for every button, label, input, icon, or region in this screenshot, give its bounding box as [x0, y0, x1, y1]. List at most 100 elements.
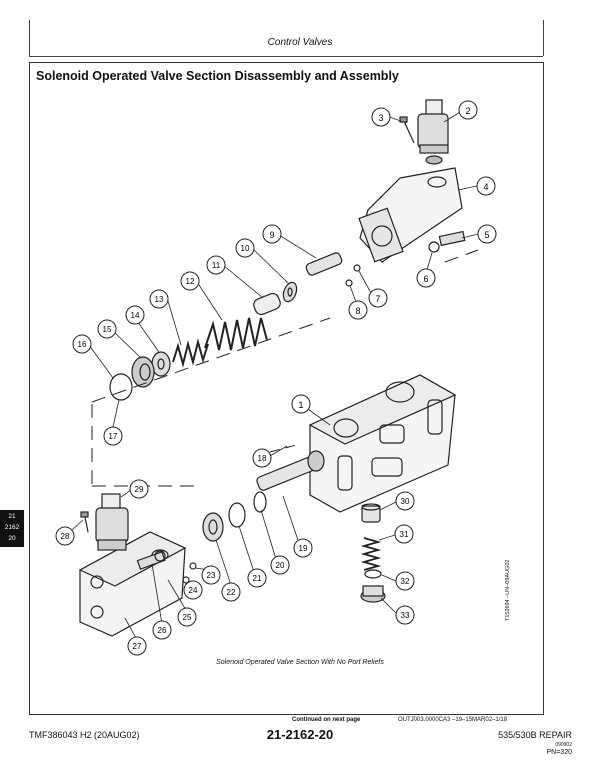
pn-label: PN=320: [546, 749, 573, 756]
callout-22: 22: [221, 582, 241, 602]
callout-17: 17: [103, 426, 123, 446]
svg-text:9: 9: [269, 230, 274, 240]
spool-19-illustration: [256, 450, 325, 491]
valve-body-1-illustration: [308, 374, 457, 513]
svg-text:22: 22: [227, 588, 236, 597]
oring-21-illustration: [228, 502, 246, 528]
svg-text:16: 16: [78, 340, 87, 349]
svg-text:29: 29: [135, 485, 144, 494]
cap-30-illustration: [361, 503, 381, 523]
callout-21: 21: [247, 568, 267, 588]
orings-23-24-illustration: [182, 562, 197, 584]
callout-19: 19: [293, 538, 313, 558]
svg-text:17: 17: [109, 432, 118, 441]
svg-text:28: 28: [61, 532, 70, 541]
exploded-view-diagram: 1 2 3 4 5 6 7 8 9 10 11 12 13 14 15 16 1…: [55, 99, 497, 656]
svg-text:31: 31: [400, 530, 409, 539]
spring-13-illustration: [172, 338, 209, 368]
washer-10-illustration: [282, 281, 298, 303]
svg-text:7: 7: [375, 294, 380, 304]
svg-text:5: 5: [484, 230, 489, 240]
callout-13: 13: [149, 289, 169, 309]
housing-4-illustration: [358, 167, 463, 263]
washer-22-illustration: [202, 512, 224, 542]
spring-12-illustration: [204, 317, 268, 351]
figure-heading: Solenoid Operated Valve Section Disassem…: [36, 69, 399, 83]
svg-text:11: 11: [212, 261, 221, 270]
callout-30: 30: [395, 491, 415, 511]
callout-28: 28: [55, 526, 75, 546]
callout-18: 18: [252, 448, 272, 468]
washer-14-illustration: [151, 351, 171, 377]
plug-33-illustration: [360, 585, 386, 603]
figure-caption: Solenoid Operated Valve Section With No …: [216, 659, 384, 666]
svg-text:14: 14: [131, 311, 140, 320]
side-tab-line-1: 21: [8, 513, 16, 520]
callout-20: 20: [270, 555, 290, 575]
small-code: 090902: [555, 742, 572, 748]
frame-left-rule: [29, 20, 30, 56]
plug-5-illustration: [428, 230, 466, 253]
svg-text:18: 18: [258, 454, 267, 463]
callout-24: 24: [183, 580, 203, 600]
svg-text:12: 12: [186, 277, 195, 286]
callout-6: 6: [416, 268, 436, 288]
side-tab-line-3: 20: [8, 535, 16, 542]
continued-note: Continued on next page: [292, 717, 361, 723]
callout-3: 3: [371, 107, 391, 127]
svg-text:19: 19: [299, 544, 308, 553]
callout-31: 31: [394, 524, 414, 544]
svg-text:33: 33: [401, 611, 410, 620]
oring-17-illustration: [109, 373, 133, 401]
seal-15-illustration: [131, 356, 155, 388]
svg-text:13: 13: [155, 295, 164, 304]
spool-9-illustration: [305, 252, 343, 276]
callout-4: 4: [476, 176, 496, 196]
svg-text:21: 21: [253, 574, 262, 583]
svg-text:4: 4: [483, 182, 488, 192]
callout-7: 7: [368, 288, 388, 308]
svg-text:15: 15: [103, 325, 112, 334]
header-rule: [29, 56, 543, 57]
callout-5: 5: [477, 224, 497, 244]
callout-25: 25: [177, 607, 197, 627]
callout-markers: 1 2 3 4 5 6 7 8 9 10 11 12 13 14 15 16 1…: [55, 100, 497, 656]
figure-box: [29, 62, 544, 715]
bolt-3-illustration: [399, 116, 415, 144]
sleeve-11-illustration: [253, 292, 281, 316]
solenoid-top-illustration: [417, 99, 449, 165]
oring-32-illustration: [364, 569, 382, 579]
callout-27: 27: [127, 636, 147, 656]
oring-20-illustration: [253, 491, 267, 513]
callout-32: 32: [395, 571, 415, 591]
svg-text:20: 20: [276, 561, 285, 570]
spring-31-illustration: [360, 537, 382, 571]
callout-10: 10: [235, 238, 255, 258]
svg-text:24: 24: [189, 586, 198, 595]
svg-text:32: 32: [401, 577, 410, 586]
callout-16: 16: [72, 334, 92, 354]
solenoid-bottom-illustration: [95, 493, 129, 551]
svg-text:10: 10: [241, 244, 250, 253]
svg-text:30: 30: [401, 497, 410, 506]
svg-text:26: 26: [158, 626, 167, 635]
callout-23: 23: [201, 565, 221, 585]
side-tab-line-2: 2162: [4, 524, 20, 531]
svg-text:8: 8: [355, 306, 360, 316]
callout-14: 14: [125, 305, 145, 325]
svg-text:6: 6: [423, 274, 428, 284]
manual-id: TMF386043 H2 (20AUG02): [29, 730, 140, 740]
callout-11: 11: [206, 255, 226, 275]
callout-29: 29: [129, 479, 149, 499]
frame-right-rule: [543, 20, 544, 56]
callout-1: 1: [291, 394, 311, 414]
callout-12: 12: [180, 271, 200, 291]
callout-8: 8: [348, 300, 368, 320]
callout-26: 26: [152, 620, 172, 640]
image-code: T152694 –UN–09AUG02: [505, 559, 511, 621]
callout-9: 9: [262, 224, 282, 244]
section-title: Control Valves: [267, 37, 333, 48]
section-side-tab: 21 2162 20: [0, 510, 24, 547]
plug-26-illustration: [136, 550, 166, 570]
svg-text:27: 27: [133, 642, 142, 651]
